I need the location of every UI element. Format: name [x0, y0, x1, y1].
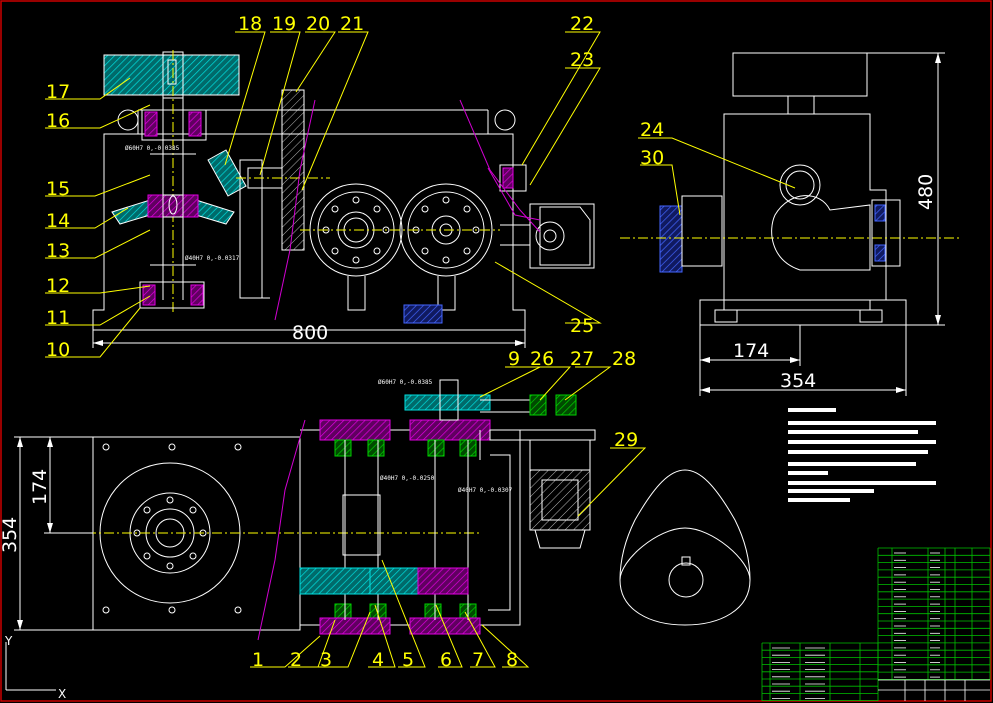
part-label-1: 1: [252, 649, 264, 671]
part-label-2: 2: [290, 649, 302, 671]
side-view: [620, 52, 960, 396]
part-label-24: 24: [640, 119, 664, 141]
part-label-7: 7: [472, 649, 484, 671]
part-label-3: 3: [320, 649, 332, 671]
part-label-21: 21: [340, 13, 364, 35]
part-label-16: 16: [46, 110, 70, 132]
part-label-29: 29: [614, 429, 638, 451]
dim-plan-inner-height: 174: [29, 469, 51, 505]
part-label-17: 17: [46, 81, 70, 103]
part-label-18: 18: [238, 13, 262, 35]
tolerance-5: Ø40H7 0,-0.0307: [458, 487, 513, 494]
part-label-8: 8: [506, 649, 518, 671]
ucs-x-label: X: [58, 687, 66, 701]
front-view: [92, 50, 595, 348]
part-label-30: 30: [640, 147, 664, 169]
part-label-9: 9: [508, 348, 520, 370]
cam-profile: [619, 469, 751, 626]
part-label-10: 10: [46, 339, 70, 361]
part-label-14: 14: [46, 210, 70, 232]
title-block: [761, 547, 991, 701]
part-label-26: 26: [530, 348, 554, 370]
part-label-13: 13: [46, 240, 70, 262]
technical-notes: [788, 408, 936, 502]
tolerance-4: Ø40H7 0,-0.0250: [380, 475, 435, 482]
dim-plan-outer-height: 354: [0, 517, 21, 553]
dim-side-height: 480: [915, 174, 937, 210]
dim-side-outer-width: 354: [780, 370, 816, 392]
part-label-28: 28: [612, 348, 636, 370]
dimension-texts: 800 480 174 354 174 354: [0, 174, 937, 553]
part-label-19: 19: [272, 13, 296, 35]
ucs-icon: Y X: [4, 634, 66, 701]
part-label-15: 15: [46, 178, 70, 200]
dim-front-width: 800: [292, 322, 328, 344]
tolerance-annotations: Ø60H7 0,-0.0385 Ø40H7 0,-0.0317 Ø60H7 0,…: [125, 145, 513, 494]
part-label-6: 6: [440, 649, 452, 671]
part-label-5: 5: [402, 649, 414, 671]
tolerance-1: Ø60H7 0,-0.0385: [125, 145, 180, 152]
part-label-20: 20: [306, 13, 330, 35]
ucs-y-label: Y: [4, 634, 13, 648]
leader-lines: [45, 31, 796, 668]
part-label-11: 11: [46, 307, 70, 329]
part-label-25: 25: [570, 315, 594, 337]
tolerance-3: Ø60H7 0,-0.0385: [378, 379, 433, 386]
part-label-27: 27: [570, 348, 594, 370]
part-label-4: 4: [372, 649, 384, 671]
part-labels: 17 16 15 14 13 12 11 10 18 19 20 21 22 2…: [46, 13, 664, 671]
part-label-22: 22: [570, 13, 594, 35]
tolerance-2: Ø40H7 0,-0.0317: [185, 255, 240, 262]
plan-view: [14, 379, 596, 641]
part-label-23: 23: [570, 49, 594, 71]
dim-side-inner-width: 174: [733, 340, 769, 362]
part-label-12: 12: [46, 275, 70, 297]
